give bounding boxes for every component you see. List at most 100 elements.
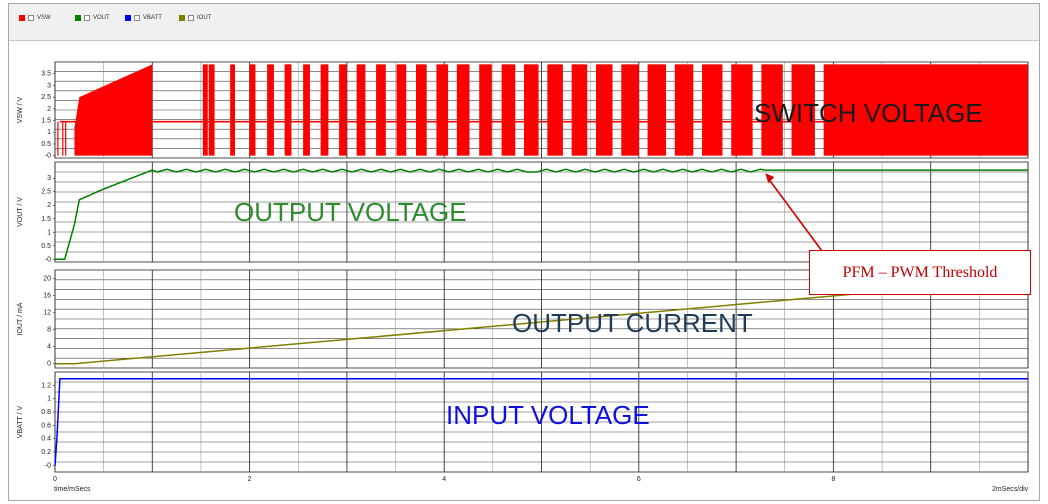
vout-ytick-label: 1 xyxy=(47,229,51,236)
vbatt-ytick-label: 1 xyxy=(47,396,51,403)
vsw-startup-ramp xyxy=(74,64,153,156)
vsw-burst xyxy=(761,64,783,156)
legend-toolbar: VSW VOUT VBATT IOUT xyxy=(9,4,1039,41)
vout-yaxis-label: VOUT / V xyxy=(17,197,24,227)
vsw-burst xyxy=(647,64,667,156)
vsw-ytick-label: 2.5 xyxy=(41,94,51,101)
vbatt-color-swatch xyxy=(125,15,131,21)
iout-ytick-label: 0 xyxy=(47,361,51,368)
callout-arrow-head xyxy=(765,173,775,184)
legend-item-vbatt[interactable]: VBATT xyxy=(125,12,162,24)
vsw-ytick-label: 0.5 xyxy=(41,141,51,148)
xtick-label: 8 xyxy=(831,476,835,483)
legend-item-vout[interactable]: VOUT xyxy=(75,12,110,24)
vbatt-ytick-label: 0.8 xyxy=(41,409,51,416)
callout-text: PFM – PWM Threshold xyxy=(842,263,998,281)
xtick-label: 6 xyxy=(637,476,641,483)
vsw-ytick-label: 1.5 xyxy=(41,118,51,125)
xtick-label: 2 xyxy=(248,476,252,483)
vsw-burst xyxy=(202,64,208,156)
vsw-yaxis-label: VSW / V xyxy=(17,96,24,123)
iout-ytick-label: 4 xyxy=(47,344,51,351)
vsw-burst xyxy=(595,64,613,156)
vsw-ytick-label: 1 xyxy=(47,129,51,136)
vsw-ytick-label: 3.5 xyxy=(41,71,51,78)
legend-label-vsw: VSW xyxy=(37,15,51,21)
vsw-burst xyxy=(501,64,516,156)
vout-ytick-label: 2 xyxy=(47,202,51,209)
vsw-burst xyxy=(415,64,427,156)
vsw-burst xyxy=(479,64,492,156)
vsw-color-swatch xyxy=(19,15,25,21)
vsw-burst xyxy=(230,64,236,156)
vsw-burst xyxy=(674,64,694,156)
vout-ytick-label: -0 xyxy=(45,256,51,263)
vsw-burst xyxy=(523,64,539,156)
legend-label-vout: VOUT xyxy=(93,15,110,21)
vsw-burst xyxy=(249,64,256,156)
vsw-burst xyxy=(823,64,1028,156)
vsw-burst xyxy=(208,64,215,156)
legend-label-vbatt: VBATT xyxy=(143,15,162,21)
vsw-burst xyxy=(267,64,274,156)
switch-voltage-annotation: SWITCH VOLTAGE xyxy=(754,98,983,128)
iout-ytick-label: 16 xyxy=(43,293,51,300)
vsw-burst xyxy=(702,64,723,156)
iout-yaxis-label: IOUT / mA xyxy=(17,302,24,335)
vsw-burst xyxy=(339,64,347,156)
vsw-burst xyxy=(547,64,563,156)
iout-checkbox[interactable] xyxy=(188,15,194,21)
vsw-burst xyxy=(284,64,292,156)
vbatt-ytick-label: 0.2 xyxy=(41,449,51,456)
iout-color-swatch xyxy=(179,15,185,21)
vbatt-ytick-label: -0 xyxy=(45,462,51,469)
vout-ytick-label: 0.5 xyxy=(41,243,51,250)
vsw-burst xyxy=(396,64,407,156)
vbatt-checkbox[interactable] xyxy=(134,15,140,21)
callout-arrow-line xyxy=(766,176,823,252)
vbatt-series-line xyxy=(54,377,1028,466)
vsw-ytick-label: 2 xyxy=(47,106,51,113)
vsw-ytick-label: -0 xyxy=(45,153,51,160)
vout-checkbox[interactable] xyxy=(84,15,90,21)
vout-series-line xyxy=(55,168,1028,261)
legend-item-vsw[interactable]: VSW xyxy=(19,12,51,24)
iout-ytick-label: 20 xyxy=(43,276,51,283)
legend-label-iout: IOUT xyxy=(197,15,212,21)
x-scale-label: 2mSecs/div xyxy=(992,486,1029,493)
vout-ytick-label: 3 xyxy=(47,175,51,182)
vsw-burst xyxy=(356,64,366,156)
vbatt-yaxis-label: VBATT / V xyxy=(17,405,24,438)
vsw-checkbox[interactable] xyxy=(28,15,34,21)
vout-color-swatch xyxy=(75,15,81,21)
vsw-burst xyxy=(303,64,310,156)
vsw-burst xyxy=(376,64,386,156)
vsw-burst xyxy=(791,64,815,156)
vout-ytick-label: 1.5 xyxy=(41,216,51,223)
vsw-burst xyxy=(731,64,753,156)
iout-ytick-label: 12 xyxy=(43,310,51,317)
iout-ytick-label: 8 xyxy=(47,327,51,334)
vsw-ytick-label: 3 xyxy=(47,82,51,89)
vsw-burst xyxy=(436,64,449,156)
x-axis-label: time/mSecs xyxy=(54,486,91,493)
pfm-pwm-callout: PFM – PWM Threshold xyxy=(809,250,1031,295)
input-voltage-annotation: INPUT VOLTAGE xyxy=(446,400,650,430)
vsw-burst xyxy=(621,64,639,156)
output-voltage-annotation: OUTPUT VOLTAGE xyxy=(234,197,467,227)
output-current-annotation: OUTPUT CURRENT xyxy=(512,308,753,338)
legend-item-iout[interactable]: IOUT xyxy=(179,12,211,24)
vsw-burst xyxy=(571,64,588,156)
xtick-label: 4 xyxy=(442,476,446,483)
vsw-burst xyxy=(320,64,329,156)
vout-ytick-label: 2.5 xyxy=(41,189,51,196)
vbatt-ytick-label: 1.2 xyxy=(41,382,51,389)
vsw-burst xyxy=(456,64,470,156)
iout-series-line xyxy=(55,277,1029,365)
vbatt-ytick-label: 0.6 xyxy=(41,422,51,429)
vbatt-ytick-label: 0.4 xyxy=(41,436,51,443)
